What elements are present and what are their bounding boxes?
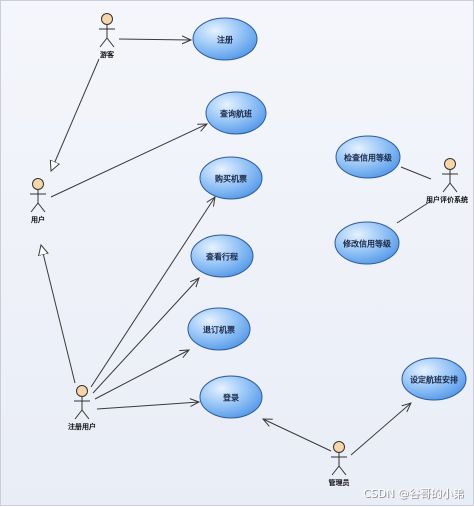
use-case-refund-ticket-label: 退订机票 xyxy=(203,325,235,335)
assoc-admin-login xyxy=(263,419,332,452)
use-case-login[interactable]: 登录 xyxy=(199,375,263,419)
generalization-registered-user xyxy=(41,245,76,384)
use-case-modify-credit-label: 修改信用等级 xyxy=(342,239,392,249)
use-case-check-credit-label: 检查信用等级 xyxy=(344,153,393,163)
use-case-view-itinerary[interactable]: 查看行程 xyxy=(190,234,254,278)
actor-credit-system[interactable]: 用户评价系统 xyxy=(426,158,468,205)
actor-admin[interactable]: 管理员 xyxy=(329,441,350,488)
actor-visitor-label: 游客 xyxy=(100,50,115,59)
assoc-reg-refund xyxy=(94,350,189,400)
actor-visitor[interactable]: 游客 xyxy=(99,13,115,60)
use-case-set-flight-label: 设定航班安排 xyxy=(410,375,458,385)
assoc-system-modify xyxy=(396,200,432,224)
use-case-register[interactable]: 注册 xyxy=(192,17,258,61)
actor-registered-user-label: 注册用户 xyxy=(68,422,96,431)
assoc-reg-buy xyxy=(90,197,215,388)
actor-credit-system-label: 用户评价系统 xyxy=(426,195,468,204)
use-case-refund-ticket[interactable]: 退订机票 xyxy=(187,307,251,351)
use-case-set-flight[interactable]: 设定航班安排 xyxy=(401,357,467,401)
assoc-reg-view xyxy=(92,278,199,394)
assoc-admin-setflight xyxy=(350,403,411,456)
use-case-query-flight[interactable]: 查询航班 xyxy=(205,91,267,135)
use-case-login-label: 登录 xyxy=(222,393,239,403)
actor-user[interactable]: 用户 xyxy=(30,178,46,225)
watermark-shadow: CSDN @谷哥的小弟 xyxy=(364,487,465,501)
assoc-system-check xyxy=(400,166,432,180)
use-case-modify-credit[interactable]: 修改信用等级 xyxy=(334,221,400,265)
assoc-visitor-register xyxy=(118,39,191,40)
use-case-check-credit[interactable]: 检查信用等级 xyxy=(335,135,401,179)
watermark: CSDN @谷哥的小弟 xyxy=(363,486,464,500)
assoc-user-query xyxy=(50,124,207,198)
actor-user-label: 用户 xyxy=(31,215,45,224)
use-case-query-flight-label: 查询航班 xyxy=(220,109,252,119)
use-case-buy-ticket[interactable]: 购买机票 xyxy=(199,156,263,200)
assoc-reg-login xyxy=(96,402,199,410)
generalization-visitor-user xyxy=(51,58,100,171)
actor-registered-user[interactable]: 注册用户 xyxy=(68,385,96,432)
use-case-view-itinerary-label: 查看行程 xyxy=(206,252,238,262)
actor-admin-label: 管理员 xyxy=(329,478,350,487)
use-case-buy-ticket-label: 购买机票 xyxy=(215,174,247,184)
use-case-register-label: 注册 xyxy=(217,35,233,45)
